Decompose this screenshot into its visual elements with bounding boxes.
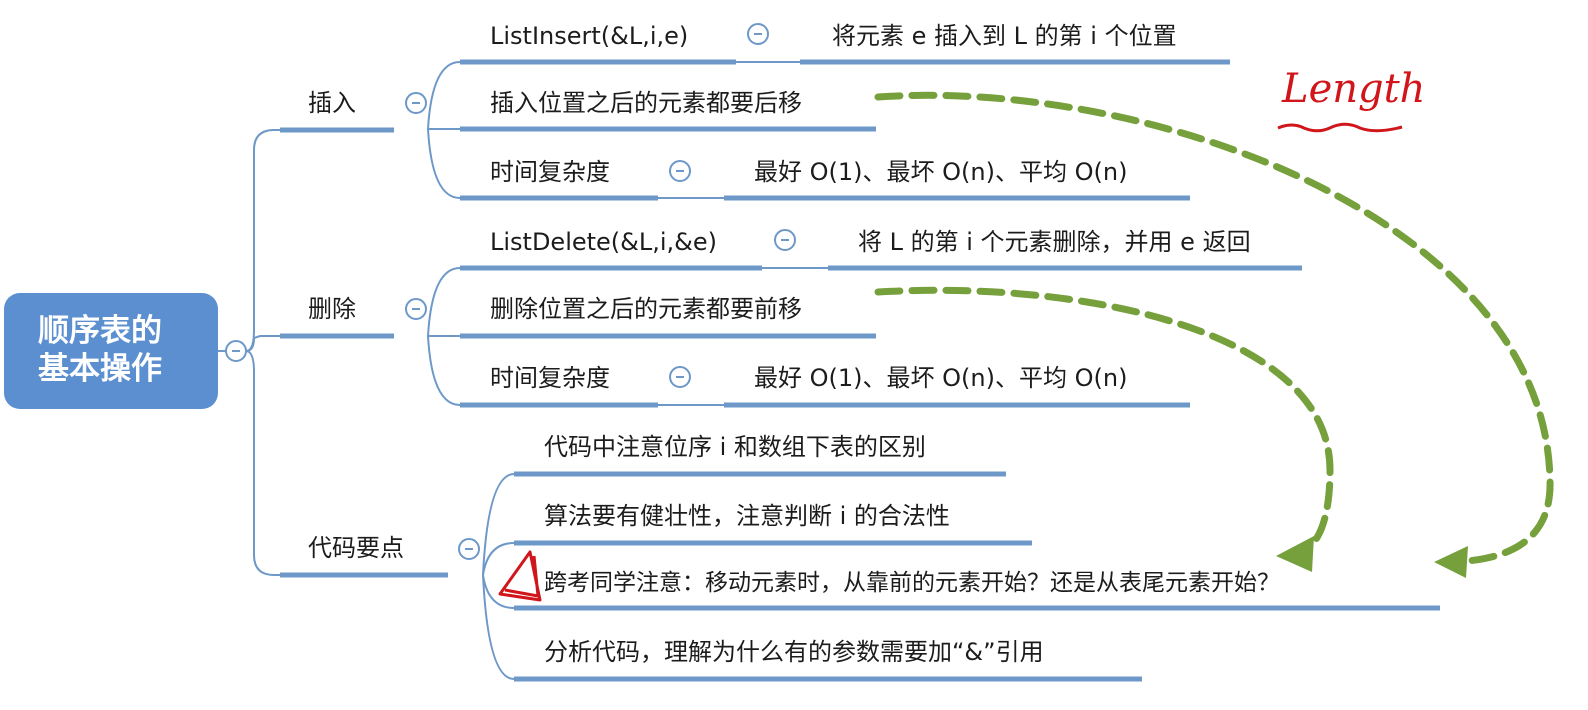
connector-delete-3 — [427, 335, 461, 406]
handwritten-underline — [1277, 122, 1403, 133]
warning-triangle-icon — [498, 550, 542, 602]
insert-signature-collapse-icon[interactable] — [747, 23, 769, 45]
delete-shift-note: 删除位置之后的元素都要前移 — [490, 295, 802, 323]
code-collapse-icon[interactable] — [458, 538, 480, 560]
insert-complexity-value: 最好 O(1)、最坏 O(n)、平均 O(n) — [754, 158, 1128, 186]
connector-code-4 — [482, 574, 515, 680]
connector-insert-3 — [427, 128, 461, 199]
branch-delete-label: 删除 — [308, 295, 356, 323]
insert-complexity-collapse-icon[interactable] — [669, 160, 691, 182]
branch-insert-label: 插入 — [308, 89, 356, 117]
delete-signature-collapse-icon[interactable] — [774, 229, 796, 251]
code-point-2: 算法要有健壮性，注意判断 i 的合法性 — [544, 502, 950, 530]
arrowhead-insert — [1434, 546, 1468, 578]
insert-signature: ListInsert(&L,i,e) — [490, 22, 689, 50]
connector-code-2 — [482, 542, 515, 576]
delete-complexity-label: 时间复杂度 — [490, 364, 610, 392]
connector-delete — [245, 335, 280, 352]
arrowhead-delete — [1276, 536, 1314, 572]
root-node[interactable] — [4, 293, 218, 409]
code-point-3: 跨考同学注意：移动元素时，从靠前的元素开始？还是从表尾元素开始？ — [544, 570, 1280, 596]
insert-shift-note: 插入位置之后的元素都要后移 — [490, 89, 802, 117]
code-point-4: 分析代码，理解为什么有的参数需要加“&”引用 — [544, 638, 1044, 666]
root-collapse-icon[interactable] — [225, 340, 247, 362]
arrow-insert-shift — [874, 91, 1554, 566]
delete-collapse-icon[interactable] — [405, 298, 427, 320]
insert-collapse-icon[interactable] — [405, 92, 427, 114]
root-label: 顺序表的 基本操作 — [38, 313, 162, 387]
connector-insert-1 — [427, 61, 461, 130]
connector-code — [245, 350, 280, 576]
insert-signature-desc: 将元素 e 插入到 L 的第 i 个位置 — [832, 22, 1177, 50]
code-point-1: 代码中注意位序 i 和数组下表的区别 — [544, 433, 926, 461]
arrow-delete-shift — [874, 286, 1334, 557]
delete-complexity-collapse-icon[interactable] — [669, 366, 691, 388]
connector-insert — [245, 129, 280, 352]
delete-signature-desc: 将 L 的第 i 个元素删除，并用 e 返回 — [858, 228, 1251, 256]
handwritten-annotation: Length — [1282, 66, 1426, 112]
branch-code-label: 代码要点 — [308, 534, 404, 562]
delete-complexity-value: 最好 O(1)、最坏 O(n)、平均 O(n) — [754, 364, 1128, 392]
delete-signature: ListDelete(&L,i,&e) — [490, 228, 718, 256]
insert-complexity-label: 时间复杂度 — [490, 158, 610, 186]
connector-delete-1 — [427, 267, 461, 337]
connector-code-1 — [482, 473, 515, 576]
